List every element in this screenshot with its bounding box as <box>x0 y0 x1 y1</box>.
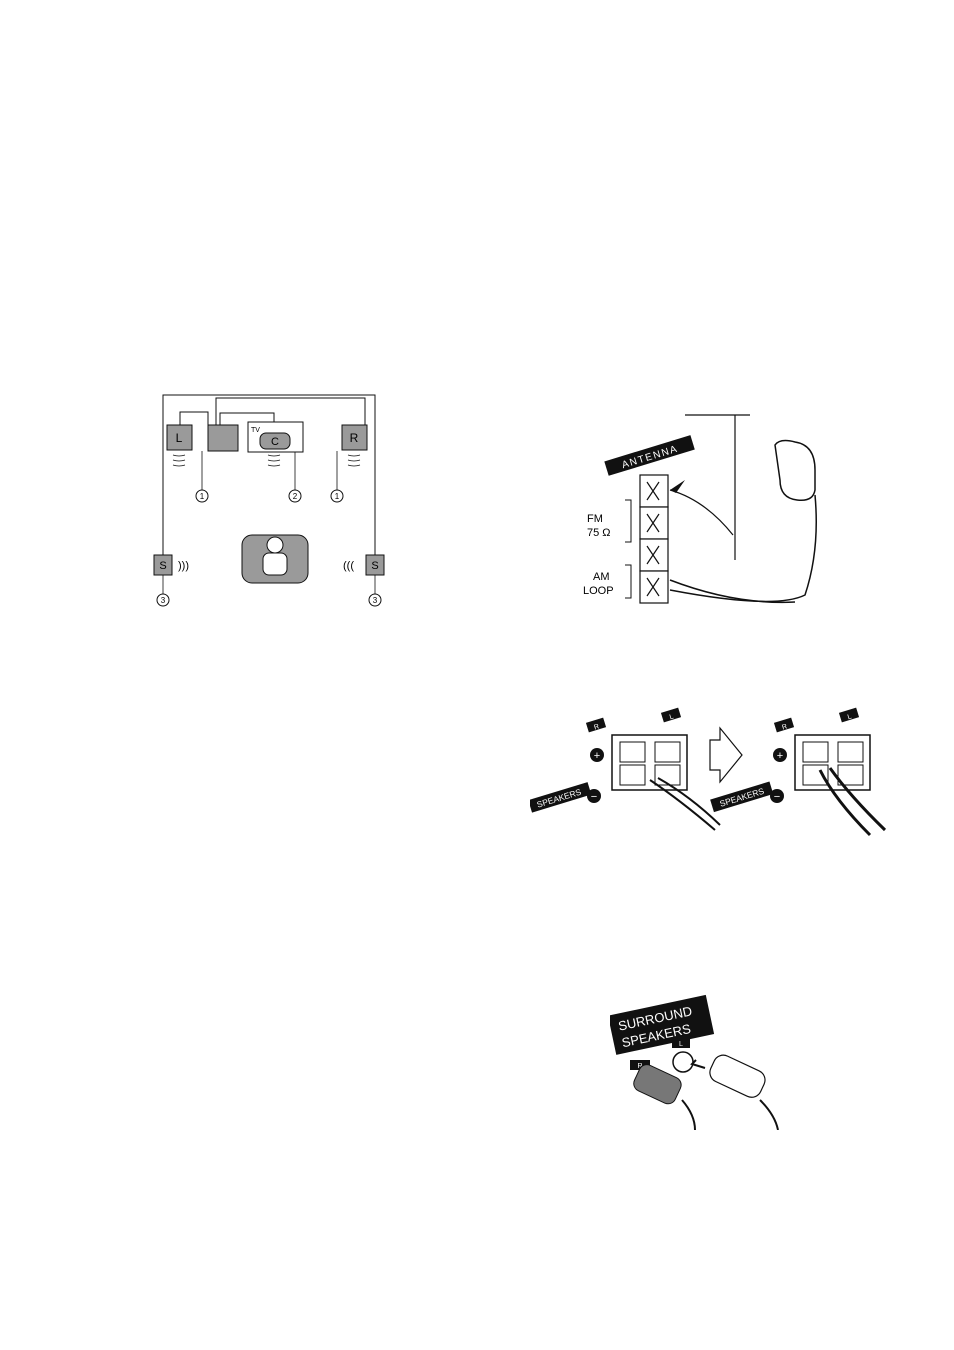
surround-left-tag: L <box>679 1041 683 1048</box>
tv-label: TV <box>251 427 260 434</box>
plus-sign-1: + <box>594 750 600 762</box>
surround-wire-path <box>163 395 375 555</box>
terminal-step-before: SPEAKERS R L + − <box>530 708 720 830</box>
surround-left-label: S <box>159 560 166 572</box>
am-loop-antenna <box>670 441 816 603</box>
surround-jack-diagram: SURROUND SPEAKERS R L <box>610 990 810 1130</box>
main-unit <box>208 425 238 451</box>
plus-sign-2: + <box>777 750 783 762</box>
listener-icon <box>242 535 308 583</box>
surround-left-waves: ))) <box>178 560 189 572</box>
svg-text:1: 1 <box>200 492 205 501</box>
svg-text:3: 3 <box>373 596 378 605</box>
center-label: C <box>271 436 279 448</box>
callout-3-right: 3 <box>369 594 381 606</box>
callout-2: 2 <box>289 490 301 502</box>
front-right-label: R <box>350 431 359 445</box>
antenna-connection-diagram: ANTENNA FM 75 Ω AM LOOP <box>575 410 835 635</box>
surround-plug-disconnected <box>707 1052 778 1130</box>
fm-label: FM <box>587 513 603 525</box>
callout-3-left: 3 <box>157 594 169 606</box>
loop-label: LOOP <box>583 585 614 597</box>
ohm-label: 75 Ω <box>587 527 611 539</box>
left-wire-path <box>180 412 208 425</box>
speakers-label-1: SPEAKERS <box>536 787 583 810</box>
minus-sign-1: − <box>591 791 597 803</box>
callout-1-left: 1 <box>196 490 208 502</box>
surround-right-label: S <box>371 560 378 572</box>
front-left-label: L <box>176 431 183 445</box>
insert-plug-arrow-icon <box>692 1060 705 1068</box>
speaker-layout-diagram: L TV C R 1 2 1 S S ))) ((( <box>150 385 400 620</box>
right-wire-path <box>216 398 365 425</box>
minus-sign-2: − <box>774 791 780 803</box>
svg-text:2: 2 <box>293 492 298 501</box>
next-step-arrow-icon <box>710 728 742 782</box>
terminal-step-after: SPEAKERS R L + − <box>710 708 885 835</box>
surround-left-jack <box>673 1052 693 1072</box>
speakers-label-2: SPEAKERS <box>718 786 765 809</box>
surround-right-waves: ((( <box>343 560 354 572</box>
am-label: AM <box>593 571 610 583</box>
sound-wave-marks <box>173 455 360 466</box>
svg-text:3: 3 <box>161 596 166 605</box>
speaker-terminal-diagram: SPEAKERS R L + − SPEAKERS R L + <box>530 700 900 845</box>
fm-wire-antenna <box>670 415 750 560</box>
callout-1-right: 1 <box>331 490 343 502</box>
antenna-terminals <box>640 475 668 603</box>
svg-text:1: 1 <box>335 492 340 501</box>
insert-arrow-icon <box>670 480 685 493</box>
